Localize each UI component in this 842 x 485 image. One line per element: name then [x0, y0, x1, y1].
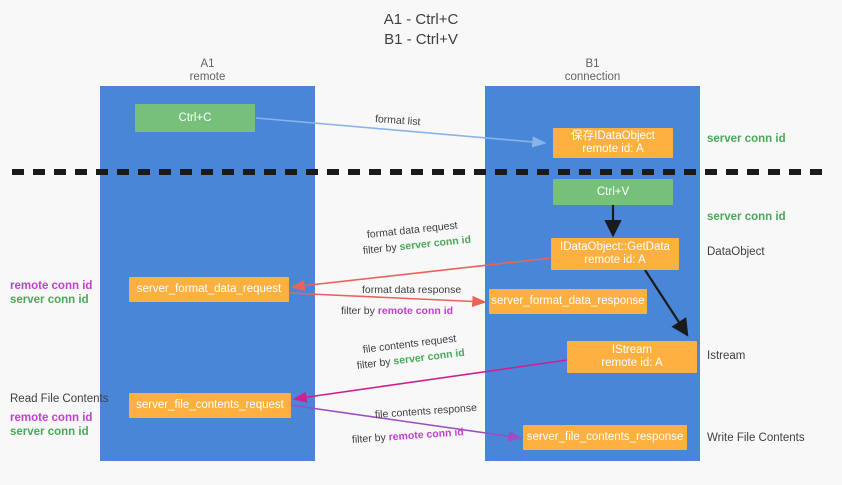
node-getdata[interactable]: IDataObject::GetData remote id: A — [551, 238, 679, 270]
node-ctrl-c-label: Ctrl+C — [178, 111, 212, 124]
node-save-idataobject[interactable]: 保存IDataObject remote id: A — [553, 128, 673, 158]
lane-header-b1: B1 connection — [485, 58, 700, 84]
caption-file-contents-request-filter-prefix: filter by — [356, 355, 395, 372]
annotation-dataobject: DataObject — [707, 246, 765, 258]
caption-file-contents-response-filter-prefix: filter by — [351, 431, 390, 446]
node-ctrl-v-label: Ctrl+V — [596, 185, 630, 198]
node-save-idataobject-title: 保存IDataObject — [571, 130, 655, 142]
node-server-file-contents-request[interactable]: server_file_contents_request — [129, 393, 291, 418]
annotation-server-conn-id-top: server conn id — [707, 133, 786, 145]
annotation-read-file-contents: Read File Contents — [10, 393, 109, 405]
node-server-file-contents-request-label: server_file_contents_request — [136, 399, 284, 411]
node-istream-remote-id: remote id: A — [601, 357, 663, 369]
lane-header-a1-role: remote — [189, 71, 226, 83]
node-server-format-data-response[interactable]: server_format_data_response — [489, 289, 647, 314]
annotation-write-file-contents: Write File Contents — [707, 432, 805, 444]
annotation-server-conn-id-second: server conn id — [707, 211, 786, 223]
node-istream-title: IStream — [611, 344, 653, 356]
node-server-format-data-request-label: server_format_data_request — [136, 283, 282, 295]
node-server-file-contents-response[interactable]: server_file_contents_response — [523, 425, 687, 450]
lane-header-b1-role: connection — [564, 71, 621, 83]
caption-format-data-response: format data response — [362, 284, 462, 296]
lane-header-a1: A1 remote — [100, 58, 315, 84]
caption-file-contents-response: file contents response — [374, 401, 478, 421]
lane-header-a1-name: A1 — [200, 58, 215, 70]
annotation-remote-conn-id-lower: remote conn id — [10, 412, 93, 424]
caption-format-list: format list — [374, 113, 421, 129]
annotation-remote-conn-id-upper: remote conn id — [10, 280, 93, 292]
lane-header-b1-name: B1 — [585, 58, 600, 70]
caption-format-data-response-filter-key: remote conn id — [377, 305, 454, 317]
node-ctrl-v[interactable]: Ctrl+V — [553, 179, 673, 205]
diagram-title: A1 - Ctrl+C B1 - Ctrl+V — [383, 11, 459, 48]
caption-format-data-response-filter: filter by remote conn id — [341, 305, 453, 318]
node-ctrl-c[interactable]: Ctrl+C — [135, 104, 255, 132]
node-getdata-remote-id: remote id: A — [584, 254, 646, 266]
node-istream[interactable]: IStream remote id: A — [567, 341, 697, 373]
annotation-istream: Istream — [707, 350, 746, 362]
caption-format-data-response-filter-prefix: filter by — [341, 305, 378, 317]
caption-file-contents-response-filter: filter by remote conn id — [352, 426, 465, 447]
node-server-file-contents-response-label: server_file_contents_response — [526, 431, 684, 443]
node-server-format-data-response-label: server_format_data_response — [491, 295, 645, 307]
annotation-server-conn-id-lower: server conn id — [10, 426, 89, 438]
node-server-format-data-request[interactable]: server_format_data_request — [129, 277, 289, 302]
node-save-idataobject-remote-id: remote id: A — [582, 143, 644, 155]
node-getdata-title: IDataObject::GetData — [560, 241, 670, 253]
annotation-server-conn-id-upper: server conn id — [10, 294, 89, 306]
caption-format-data-request-filter-prefix: filter by — [362, 241, 401, 257]
caption-file-contents-response-filter-key: remote conn id — [388, 426, 465, 444]
